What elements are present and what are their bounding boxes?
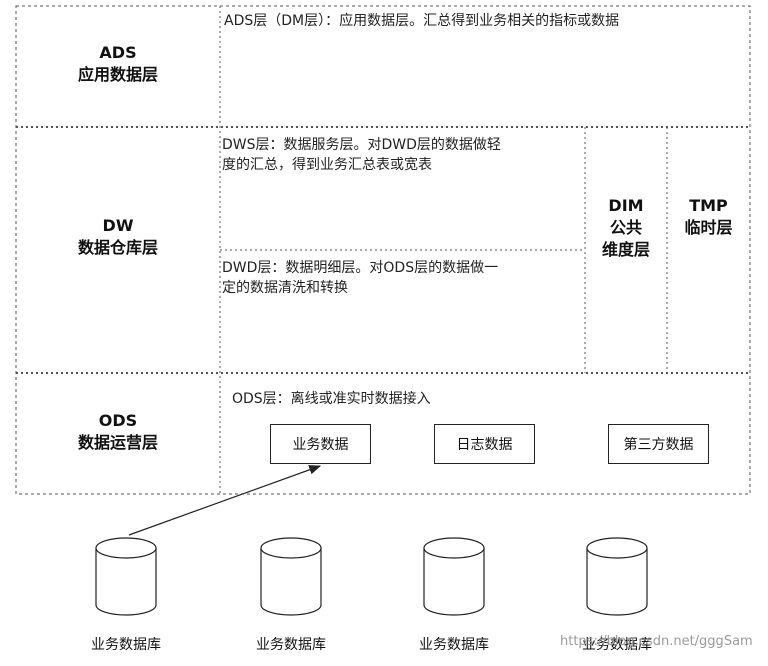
log-data-box: 日志数据 [434, 424, 535, 464]
tmp-line1: TMP [689, 196, 728, 215]
dwd-desc-line1: DWD层：数据明细层。对ODS层的数据做一 [222, 260, 499, 276]
dws-desc-line2: 度的汇总，得到业务汇总表或宽表 [222, 157, 432, 173]
third-party-data-box: 第三方数据 [608, 424, 709, 464]
dwd-description: DWD层：数据明细层。对ODS层的数据做一 定的数据清洗和转换 [222, 258, 498, 298]
ads-title: ADS [99, 43, 137, 62]
database-icon [423, 537, 485, 616]
database-label: 业务数据库 [256, 637, 326, 653]
database-icon [260, 537, 322, 616]
database-icon [586, 537, 648, 616]
ods-title: ODS [98, 411, 138, 430]
database-label: 业务数据库 [582, 637, 652, 653]
database-label: 业务数据库 [91, 637, 161, 653]
ads-description: ADS层（DM层）：应用数据层。汇总得到业务相关的指标或数据 [224, 13, 620, 29]
ods-layer-label: ODS 数据运营层 [16, 410, 220, 454]
dws-desc-line1: DWS层：数据服务层。对DWD层的数据做轻 [222, 137, 501, 153]
dw-layer-label: DW 数据仓库层 [16, 215, 220, 259]
dim-line3: 维度层 [601, 240, 650, 259]
outer-frame [15, 5, 751, 495]
ingest-arrow [128, 465, 322, 536]
dim-line2: 公共 [609, 218, 642, 237]
watermark: https://blog.csdn.net/gggSam [560, 634, 753, 649]
dw-title: DW [102, 216, 134, 235]
dim-line1: DIM [608, 196, 644, 215]
dim-layer-label: DIM 公共 维度层 [585, 195, 667, 261]
database-icon [95, 537, 157, 616]
dwd-desc-line2: 定的数据清洗和转换 [222, 280, 348, 296]
dw-subtitle: 数据仓库层 [77, 238, 158, 257]
ads-layer-label: ADS 应用数据层 [16, 42, 220, 86]
business-data-box: 业务数据 [270, 424, 371, 464]
database-label: 业务数据库 [419, 637, 489, 653]
ods-description: ODS层：离线或准实时数据接入 [232, 391, 431, 407]
ods-subtitle: 数据运营层 [77, 433, 158, 452]
dws-description: DWS层：数据服务层。对DWD层的数据做轻 度的汇总，得到业务汇总表或宽表 [222, 135, 501, 175]
tmp-line2: 临时层 [684, 218, 733, 237]
ads-subtitle: 应用数据层 [77, 65, 158, 84]
tmp-layer-label: TMP 临时层 [667, 195, 750, 239]
